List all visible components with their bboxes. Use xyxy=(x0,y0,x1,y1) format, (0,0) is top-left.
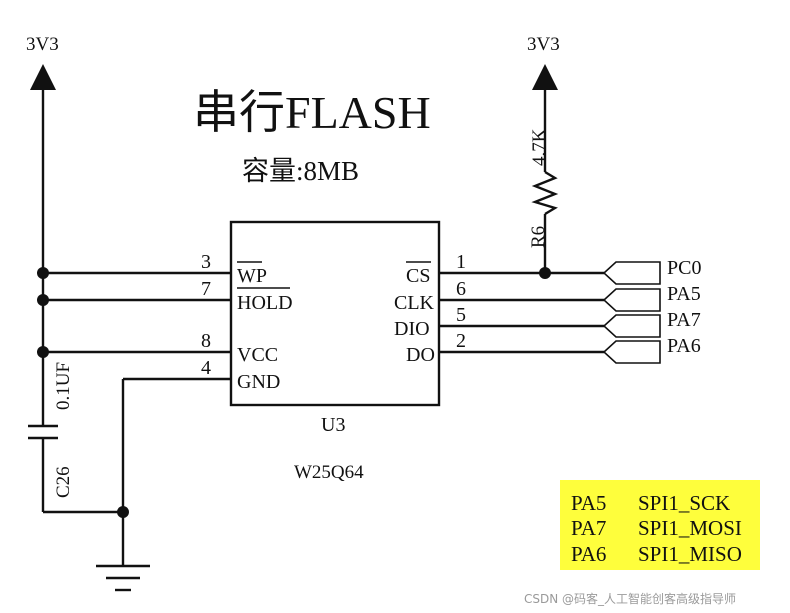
power-label-right: 3V3 xyxy=(527,34,560,55)
junction-dot xyxy=(37,267,49,279)
resistor-ref: R6 xyxy=(528,226,549,248)
pin-name-cs: CS xyxy=(406,265,430,287)
capacitor-ref: C26 xyxy=(53,466,74,498)
pin-number-8: 8 xyxy=(201,330,211,352)
pin-name-do: DO xyxy=(406,344,435,366)
pin-name-clk: CLK xyxy=(394,292,435,314)
legend-pin: PA5 xyxy=(571,491,606,515)
legend-box xyxy=(560,480,760,570)
pin-name-dio: DIO xyxy=(394,318,430,340)
junction-dot xyxy=(539,267,551,279)
legend-pin: PA6 xyxy=(571,542,606,566)
pin-name-wp: WP xyxy=(237,265,267,287)
pin-number-5: 5 xyxy=(456,304,466,326)
chip-part-number: W25Q64 xyxy=(294,462,364,483)
chip-body-u3 xyxy=(229,220,441,407)
port-flag-pa6 xyxy=(602,340,661,364)
port-label-pc0: PC0 xyxy=(667,257,701,279)
capacitor-c26: 0.1UF C26 xyxy=(28,362,123,514)
legend-func: SPI1_MOSI xyxy=(638,516,742,540)
power-symbol-left: 3V3 xyxy=(26,34,59,90)
junction-dot xyxy=(37,294,49,306)
legend-pin: PA7 xyxy=(571,516,606,540)
power-label-left: 3V3 xyxy=(26,34,59,55)
pin-name-hold: HOLD xyxy=(237,292,293,314)
port-flag-pa7 xyxy=(602,314,661,338)
pin-number-3: 3 xyxy=(201,251,211,273)
power-arrow-left-icon xyxy=(30,64,56,90)
resistor-r6: 4.7K R6 xyxy=(528,90,559,273)
port-label-pa7: PA7 xyxy=(667,309,701,331)
port-label-pa6: PA6 xyxy=(667,335,701,357)
power-symbol-right: 3V3 xyxy=(527,34,560,90)
legend-func: SPI1_MISO xyxy=(638,542,742,566)
pin-number-6: 6 xyxy=(456,278,466,300)
ground-icon xyxy=(96,564,150,592)
capacity-label: 容量:8MB xyxy=(242,156,359,186)
pin-number-7: 7 xyxy=(201,278,211,300)
watermark: CSDN @码客_人工智能创客高级指导师 xyxy=(524,591,736,606)
legend-func: SPI1_SCK xyxy=(638,491,730,515)
schematic-title: 串行FLASH xyxy=(193,87,431,138)
pin-name-vcc: VCC xyxy=(237,344,278,366)
pin-number-2: 2 xyxy=(456,330,466,352)
port-label-pa5: PA5 xyxy=(667,283,701,305)
pin-number-1: 1 xyxy=(456,251,466,273)
resistor-zigzag-icon xyxy=(531,170,559,216)
resistor-value: 4.7K xyxy=(529,128,550,166)
port-flag-pc0 xyxy=(602,261,661,285)
pin-name-gnd: GND xyxy=(237,371,280,393)
capacitor-value: 0.1UF xyxy=(53,362,74,410)
chip-ref: U3 xyxy=(321,414,345,436)
junction-dot xyxy=(37,346,49,358)
pin-number-4: 4 xyxy=(201,357,211,379)
port-flag-pa5 xyxy=(602,288,661,312)
power-arrow-right-icon xyxy=(532,64,558,90)
